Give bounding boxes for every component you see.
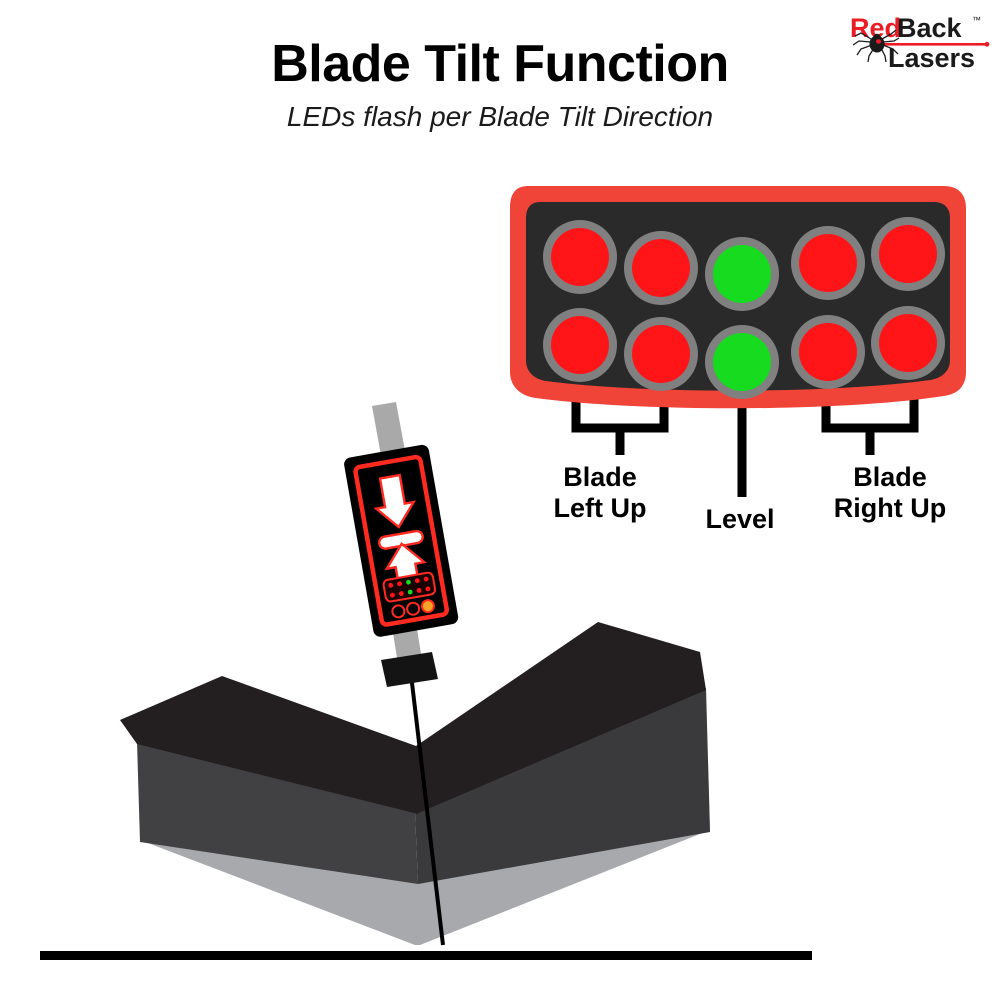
led-row-top xyxy=(543,217,945,311)
mini-led-t4 xyxy=(414,578,420,584)
status-light-1[interactable] xyxy=(391,604,406,619)
mini-led-b5 xyxy=(425,586,431,592)
mini-led-t5 xyxy=(423,576,429,582)
led-bottom-2[interactable] xyxy=(624,317,698,391)
laser-receiver[interactable] xyxy=(343,444,459,638)
callout-label-blade-right-up: Blade Right Up xyxy=(833,462,947,523)
brand-logo: Red Back ™ Lasers xyxy=(850,13,990,70)
led-top-1[interactable] xyxy=(543,220,617,294)
callout-label-level: Level xyxy=(705,504,775,534)
blade-top-face-right xyxy=(416,622,706,814)
spider-icon xyxy=(852,29,900,63)
blade-front-face-right xyxy=(415,688,710,884)
receiver-mast-upper xyxy=(372,402,406,461)
blade-top-face-left xyxy=(120,676,418,814)
receiver-mount-bracket xyxy=(381,652,438,687)
brand-name-back: Back xyxy=(897,13,963,43)
brand-name-lasers: Lasers xyxy=(888,43,975,70)
brand-trademark: ™ xyxy=(972,15,981,25)
receiver-status-lights xyxy=(391,599,435,619)
mini-led-t1 xyxy=(388,582,394,588)
arrow-down-indicator xyxy=(373,473,416,529)
led-top-2[interactable] xyxy=(624,231,698,305)
mini-led-panel-body xyxy=(382,571,437,603)
spider-marking xyxy=(875,39,882,44)
receiver-frame xyxy=(353,454,450,627)
dozer-blade xyxy=(120,622,710,946)
page-subtitle: LEDs flash per Blade Tilt Direction xyxy=(286,101,714,132)
title-block: Blade Tilt Function LEDs flash per Blade… xyxy=(0,34,1000,134)
led-panel[interactable] xyxy=(510,186,966,409)
led-row-bottom xyxy=(543,306,945,399)
mini-led-t2 xyxy=(397,581,402,587)
led-top-3[interactable] xyxy=(705,237,779,311)
mini-led-t3 xyxy=(406,579,411,585)
spider-head xyxy=(873,33,881,41)
page-title: Blade Tilt Function xyxy=(271,35,729,93)
led-bottom-3[interactable] xyxy=(705,325,779,399)
mini-led-b3 xyxy=(407,589,413,595)
status-light-3[interactable] xyxy=(420,599,435,614)
led-top-4[interactable] xyxy=(791,226,865,300)
mini-led-b1 xyxy=(390,592,395,598)
led-bottom-4[interactable] xyxy=(791,315,865,389)
blade-center-seam xyxy=(408,665,445,946)
callout-label-blade-left-up: Blade Left Up xyxy=(553,462,647,523)
receiver-mast-assembly xyxy=(372,402,438,687)
spider-body xyxy=(869,35,885,53)
led-bottom-5[interactable] xyxy=(871,306,945,380)
led-bottom-1[interactable] xyxy=(543,308,617,382)
led-top-5[interactable] xyxy=(871,217,945,291)
ground-line xyxy=(40,951,812,960)
mini-led-b4 xyxy=(416,588,422,593)
blade-front-face-left xyxy=(137,742,418,884)
mini-led-b2 xyxy=(398,591,404,596)
status-light-2[interactable] xyxy=(406,601,421,616)
mini-led-panel xyxy=(382,571,437,603)
laser-beam xyxy=(878,43,986,46)
laser-dot xyxy=(984,41,990,47)
